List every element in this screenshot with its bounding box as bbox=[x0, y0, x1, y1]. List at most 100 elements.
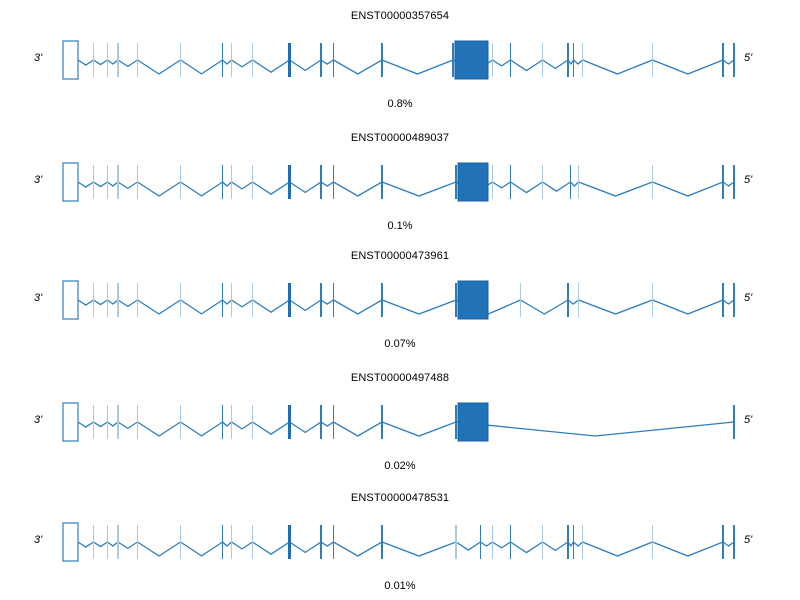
utr-box bbox=[62, 402, 79, 442]
exon-marker bbox=[180, 283, 181, 317]
exon-marker bbox=[570, 165, 571, 199]
exon-marker bbox=[333, 525, 334, 559]
exon-marker bbox=[320, 525, 322, 559]
exon-marker bbox=[320, 43, 322, 77]
exon-marker bbox=[93, 525, 94, 559]
exon-marker bbox=[117, 405, 119, 439]
exon-marker bbox=[733, 283, 735, 317]
exon-marker bbox=[722, 165, 724, 199]
transcript-track bbox=[0, 270, 800, 330]
expression-percent-label: 0.8% bbox=[387, 98, 413, 110]
utr-box bbox=[62, 522, 79, 562]
exon-marker bbox=[492, 525, 493, 559]
three-prime-label: 3' bbox=[34, 174, 43, 186]
exon-marker bbox=[542, 165, 543, 199]
intron-line bbox=[77, 181, 735, 197]
exon-marker bbox=[381, 283, 383, 317]
highlighted-exon-box bbox=[454, 40, 489, 80]
exon-marker bbox=[542, 43, 543, 77]
exon-marker bbox=[252, 43, 253, 77]
five-prime-label: 5' bbox=[744, 414, 753, 426]
transcript-title: ENST00000357654 bbox=[350, 10, 450, 22]
transcript-track bbox=[0, 152, 800, 212]
three-prime-label: 3' bbox=[34, 52, 43, 64]
five-prime-label: 5' bbox=[744, 52, 753, 64]
exon-marker bbox=[107, 525, 108, 559]
exon-marker bbox=[222, 43, 223, 77]
exon-marker bbox=[492, 43, 493, 77]
intron-line bbox=[77, 59, 735, 75]
exon-marker bbox=[137, 283, 138, 317]
exon-marker bbox=[542, 525, 543, 559]
exon-marker bbox=[252, 525, 253, 559]
exon-marker bbox=[333, 165, 334, 199]
five-prime-label: 5' bbox=[744, 534, 753, 546]
exon-marker bbox=[107, 165, 108, 199]
exon-marker bbox=[733, 525, 735, 559]
exon-marker bbox=[492, 165, 493, 199]
transcript-track bbox=[0, 392, 800, 452]
exon-marker bbox=[733, 165, 735, 199]
exon-marker bbox=[567, 525, 569, 559]
exon-marker bbox=[180, 165, 181, 199]
exon-marker bbox=[231, 525, 232, 559]
exon-marker bbox=[137, 405, 138, 439]
transcript-title: ENST00000489037 bbox=[350, 132, 450, 144]
exon-marker bbox=[452, 43, 454, 77]
exon-marker bbox=[733, 405, 735, 439]
exon-marker bbox=[333, 43, 334, 77]
transcript-title: ENST00000473961 bbox=[350, 250, 450, 262]
exon-marker bbox=[117, 525, 119, 559]
exon-marker bbox=[288, 43, 291, 77]
expression-percent-label: 0.01% bbox=[384, 580, 416, 592]
exon-marker bbox=[333, 283, 334, 317]
exon-marker bbox=[381, 525, 383, 559]
exon-marker bbox=[455, 283, 457, 317]
exon-marker bbox=[480, 525, 481, 559]
exon-marker bbox=[381, 43, 383, 77]
exon-marker bbox=[180, 525, 181, 559]
exon-marker bbox=[117, 165, 119, 199]
exon-marker bbox=[320, 405, 322, 439]
exon-marker bbox=[573, 43, 574, 77]
exon-marker bbox=[320, 283, 322, 317]
exon-marker bbox=[510, 165, 511, 199]
exon-marker bbox=[137, 43, 138, 77]
exon-marker bbox=[652, 283, 653, 317]
exon-marker bbox=[381, 165, 383, 199]
exon-marker bbox=[288, 165, 291, 199]
exon-marker bbox=[93, 283, 94, 317]
exon-marker bbox=[582, 43, 583, 77]
exon-marker bbox=[567, 43, 569, 77]
exon-marker bbox=[107, 283, 108, 317]
exon-marker bbox=[288, 283, 291, 317]
exon-marker bbox=[107, 405, 108, 439]
exon-marker bbox=[652, 43, 653, 77]
three-prime-label: 3' bbox=[34, 414, 43, 426]
exon-marker bbox=[222, 525, 223, 559]
transcript-track bbox=[0, 512, 800, 572]
exon-marker bbox=[510, 525, 511, 559]
intron-line bbox=[77, 541, 735, 557]
transcript-track bbox=[0, 30, 800, 90]
highlighted-exon-box bbox=[457, 162, 489, 202]
exon-marker bbox=[333, 405, 334, 439]
exon-marker bbox=[252, 405, 253, 439]
exon-marker bbox=[455, 165, 457, 199]
utr-box bbox=[62, 280, 79, 320]
exon-marker bbox=[455, 525, 457, 559]
exon-marker bbox=[137, 165, 138, 199]
five-prime-label: 5' bbox=[744, 174, 753, 186]
exon-marker bbox=[722, 43, 724, 77]
exon-marker bbox=[231, 405, 232, 439]
highlighted-exon-box bbox=[457, 280, 489, 320]
exon-marker bbox=[567, 283, 569, 317]
exon-marker bbox=[320, 165, 322, 199]
exon-marker bbox=[288, 525, 291, 559]
exon-marker bbox=[722, 525, 724, 559]
exon-marker bbox=[652, 165, 653, 199]
exon-marker bbox=[222, 165, 223, 199]
five-prime-label: 5' bbox=[744, 292, 753, 304]
